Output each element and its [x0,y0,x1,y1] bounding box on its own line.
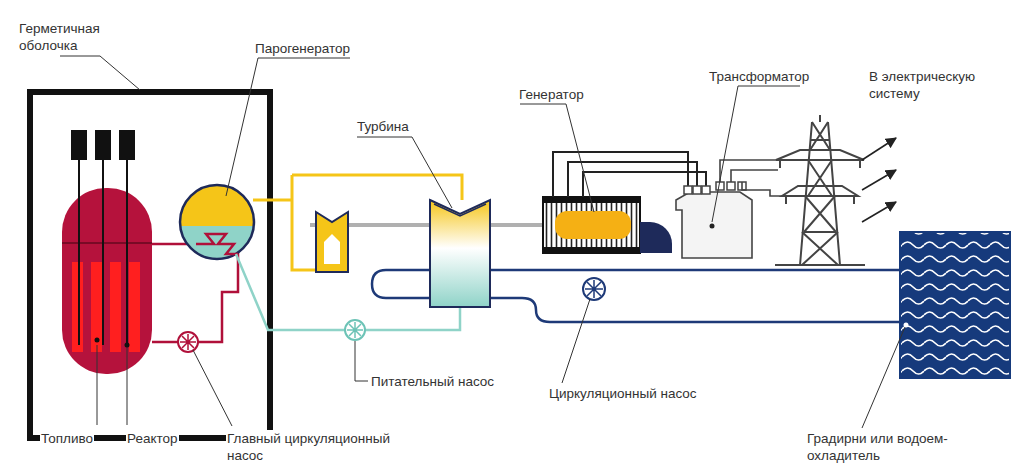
control-rods [71,130,135,345]
fuel-rods [72,262,140,352]
part-label: Парогенератор [254,40,351,57]
part-label: Турбина [356,118,410,135]
main-circulation-pump [178,332,198,352]
part-label: Герметичная оболочка [18,20,130,54]
part-label: Трансформатор [708,68,810,85]
generator [543,197,672,253]
part-label: Топливо [40,430,94,447]
leader-dot [95,338,100,343]
circulation-pump [583,278,605,300]
leader-dot [904,323,909,328]
leader-dot [125,343,130,348]
part-label: Генератор [518,86,585,103]
transformer [676,182,752,258]
generator-wires [553,152,706,197]
reactor-vessel [62,188,152,374]
primary-loop [152,252,238,342]
leader-lines [60,56,905,428]
containment-wall [30,92,270,438]
vessel-flange [62,242,152,244]
steam-generator [180,185,254,259]
cooling-reservoir [900,232,1010,378]
part-label: Циркуляционный насос [548,385,698,402]
part-label: Градирни или водоем-охладитель [806,430,968,464]
hp-turbine [316,212,348,272]
lp-turbine [430,200,490,307]
grid-arrows [862,138,896,222]
part-label: Реактор [126,430,179,447]
part-label: В электрическую систему [868,68,998,102]
feed-pump [345,320,365,340]
cooling-reservoir [900,232,1010,378]
power-pylon [775,115,865,265]
part-label: Питательный насос [370,373,495,390]
part-label: Главный циркуляционный насос [226,430,428,464]
